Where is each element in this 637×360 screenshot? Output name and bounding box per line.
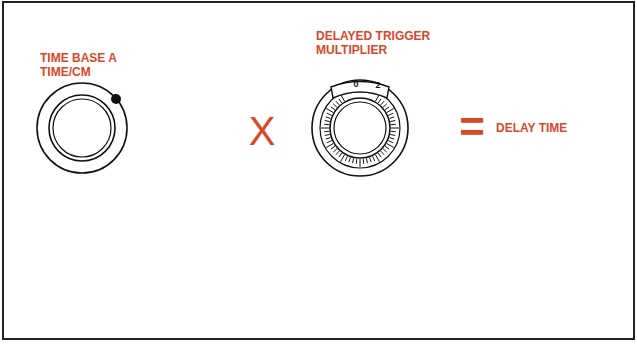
multiply-sign: X	[242, 108, 282, 154]
equals-sign: =	[448, 102, 496, 153]
time-base-knob	[37, 83, 127, 173]
dial-number: 0	[349, 79, 363, 89]
knob-label: TIME BASE A TIME/CM	[40, 52, 136, 80]
knob-label: DELAYED TRIGGER MULTIPLIER	[316, 30, 446, 58]
result-label: DELAY TIME	[496, 122, 606, 136]
frame	[3, 2, 634, 339]
multiplier-dial	[312, 80, 408, 176]
dial-number: 2	[371, 80, 385, 90]
